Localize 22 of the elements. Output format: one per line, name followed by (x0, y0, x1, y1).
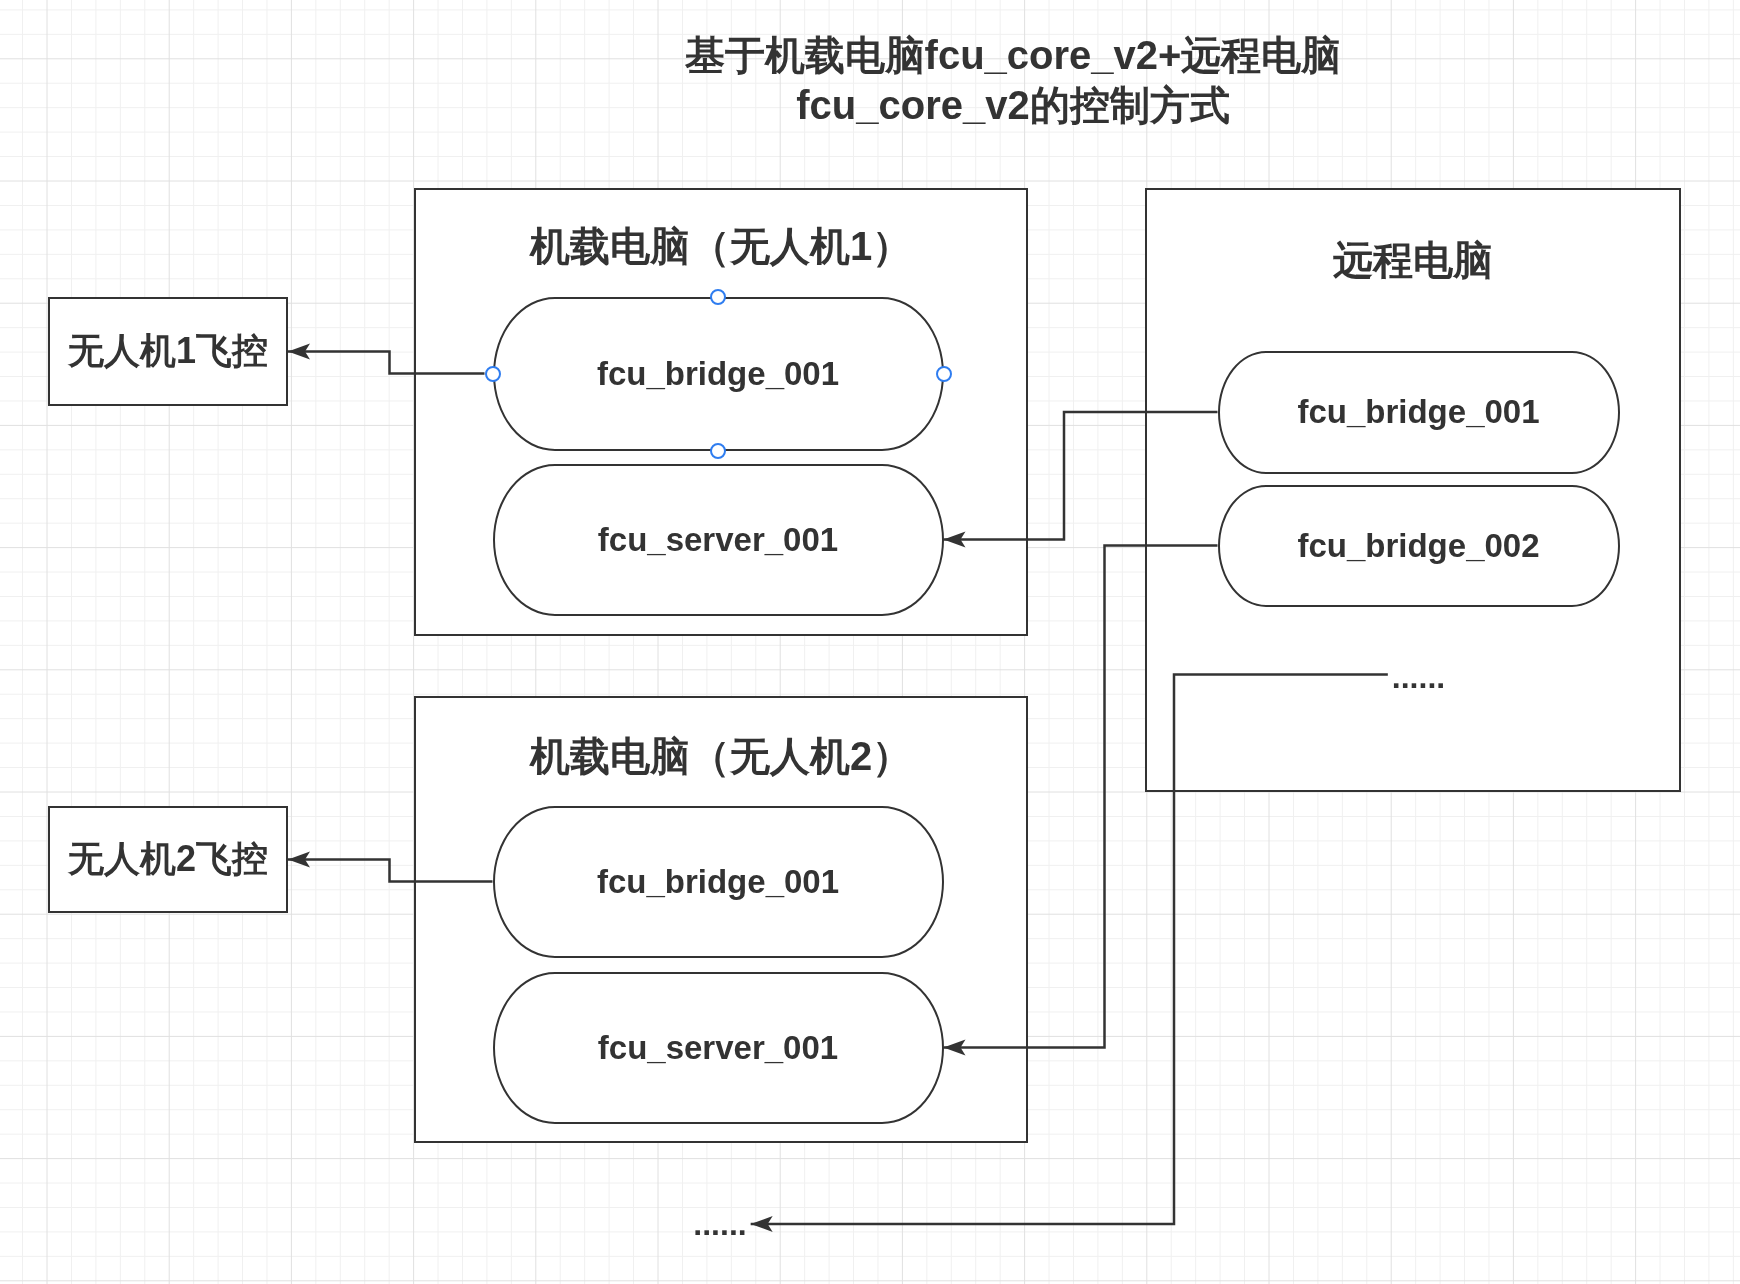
arrow (750, 673, 1388, 1232)
text-label: ...... (1387, 658, 1450, 695)
rounded-box: fcu_bridge_001 (492, 805, 944, 958)
panel-heading: 机载电脑（无人机1） (529, 222, 913, 270)
diagram-title: 基于机载电脑fcu_core_v2+远程电脑fcu_core_v2的控制方式 (683, 32, 1343, 129)
rounded-box: fcu_bridge_001 (1217, 350, 1620, 474)
text-label: ...... (689, 1206, 751, 1242)
group-box (414, 696, 1028, 1143)
rounded-box: fcu_server_001 (492, 971, 944, 1124)
arrow (288, 851, 493, 883)
arrow (288, 343, 485, 375)
arrow (943, 544, 1218, 1056)
rounded-box: fcu_bridge_002 (1217, 484, 1620, 607)
process-box: 无人机2飞控 (48, 806, 288, 913)
process-box: 无人机1飞控 (48, 297, 288, 406)
rounded-box: fcu_bridge_001 (492, 296, 944, 451)
panel-heading: 机载电脑（无人机2） (529, 732, 913, 780)
rounded-box: fcu_server_001 (492, 463, 944, 616)
group-box (1145, 188, 1681, 792)
panel-heading: 远程电脑 (1333, 236, 1493, 284)
arrow (943, 410, 1218, 548)
group-box (414, 188, 1028, 636)
